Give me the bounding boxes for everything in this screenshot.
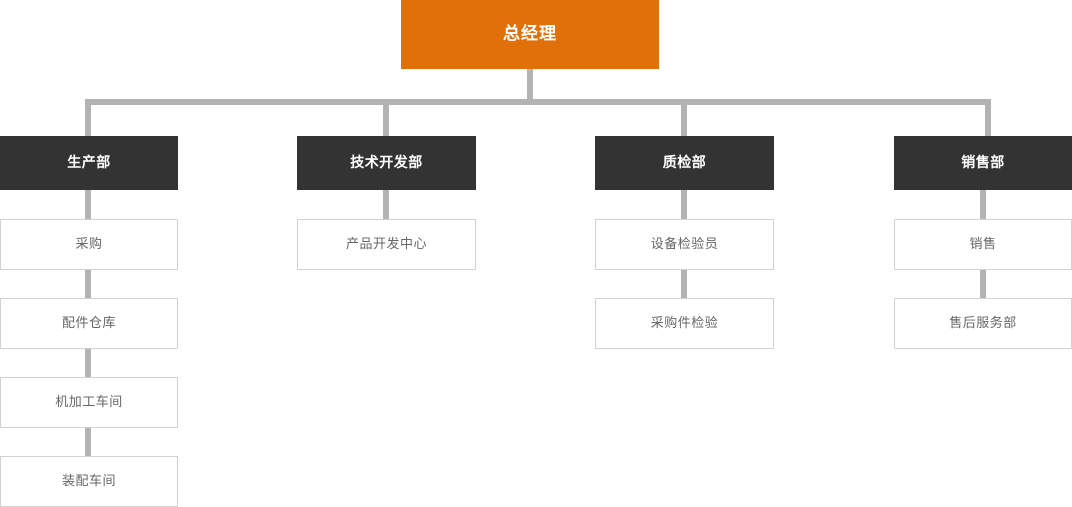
node-root-label: 总经理 bbox=[503, 24, 557, 44]
node-department-1-label: 生产部 bbox=[67, 155, 111, 171]
node-department-4-child-1[interactable]: 销售 bbox=[894, 219, 1072, 270]
node-department-1-child-1[interactable]: 采购 bbox=[0, 219, 178, 270]
node-department-4-child-1-label: 销售 bbox=[969, 237, 997, 252]
node-department-1-child-2[interactable]: 配件仓库 bbox=[0, 298, 178, 349]
connector-drop-dept-2 bbox=[383, 99, 389, 136]
connector-drop-dept-1 bbox=[85, 99, 91, 136]
connector-dept-2-child-1 bbox=[383, 190, 389, 219]
node-department-3-child-1-label: 设备检验员 bbox=[650, 237, 719, 252]
node-department-2-child-1-label: 产品开发中心 bbox=[345, 237, 427, 252]
connector-drop-dept-3 bbox=[681, 99, 687, 136]
node-department-3-child-1[interactable]: 设备检验员 bbox=[595, 219, 774, 270]
connector-dept-4-child-2 bbox=[980, 270, 986, 298]
node-department-4-child-2-label: 售后服务部 bbox=[949, 316, 1017, 331]
connector-dept-1-child-2 bbox=[85, 270, 91, 298]
connector-root-vertical bbox=[527, 69, 533, 102]
node-department-3-child-2[interactable]: 采购件检验 bbox=[595, 298, 774, 349]
node-root-general-manager[interactable]: 总经理 bbox=[401, 0, 659, 69]
connector-dept-1-child-4 bbox=[85, 428, 91, 456]
node-department-4-label: 销售部 bbox=[961, 155, 1005, 171]
node-department-1-child-4[interactable]: 装配车间 bbox=[0, 456, 178, 507]
connector-dept-3-child-2 bbox=[681, 270, 687, 298]
node-department-2[interactable]: 技术开发部 bbox=[297, 136, 476, 190]
connector-dept-4-child-1 bbox=[980, 190, 986, 219]
node-department-2-child-1[interactable]: 产品开发中心 bbox=[297, 219, 476, 270]
node-department-1-child-4-label: 装配车间 bbox=[61, 474, 116, 489]
node-department-1-child-1-label: 采购 bbox=[75, 237, 103, 252]
node-department-3-label: 质检部 bbox=[662, 155, 707, 171]
node-department-1[interactable]: 生产部 bbox=[0, 136, 178, 190]
node-department-1-child-2-label: 配件仓库 bbox=[61, 316, 116, 331]
connector-dept-1-child-1 bbox=[85, 190, 91, 219]
node-department-1-child-3[interactable]: 机加工车间 bbox=[0, 377, 178, 428]
connector-horizontal-bus bbox=[85, 99, 991, 105]
node-department-2-label: 技术开发部 bbox=[350, 155, 423, 171]
connector-drop-dept-4 bbox=[985, 99, 991, 136]
node-department-3[interactable]: 质检部 bbox=[595, 136, 774, 190]
node-department-1-child-3-label: 机加工车间 bbox=[55, 395, 123, 410]
node-department-4-child-2[interactable]: 售后服务部 bbox=[894, 298, 1072, 349]
connector-dept-1-child-3 bbox=[85, 349, 91, 377]
node-department-3-child-2-label: 采购件检验 bbox=[650, 316, 719, 331]
node-department-4[interactable]: 销售部 bbox=[894, 136, 1072, 190]
connector-dept-3-child-1 bbox=[681, 190, 687, 219]
